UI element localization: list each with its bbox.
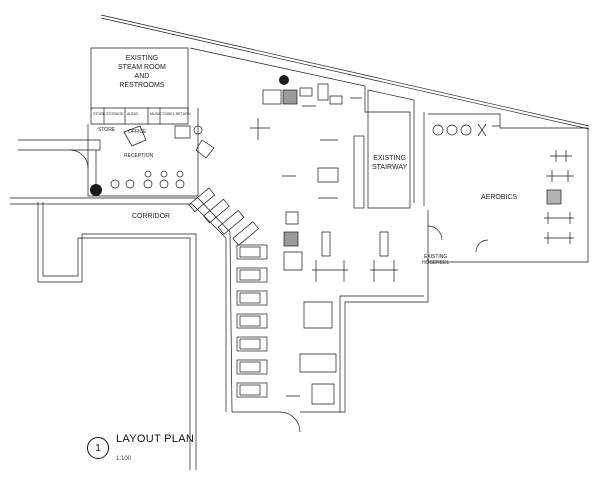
office-desk (123, 125, 215, 159)
wall-lower-gym (232, 258, 429, 413)
label-towel-return: TOWEL RETURN (162, 112, 191, 116)
label-corridor: CORRIDOR (132, 213, 171, 220)
wall-steam-room (90, 47, 189, 112)
exterior-wall-diagonal (100, 14, 590, 130)
label-reception: RECEPTION (124, 153, 154, 159)
weight-benches (283, 211, 398, 405)
wall-stairway (367, 111, 411, 209)
wall-corridor (10, 197, 233, 413)
treadmill-row (236, 244, 268, 398)
wall-aerobics (423, 112, 589, 263)
label-stairway: EXISTING STAIRWAY (372, 155, 408, 171)
wall-reception (18, 108, 199, 197)
aerobics-equipment (432, 123, 574, 244)
label-store-lower: STORE (98, 127, 116, 133)
wall-upper-gym (189, 47, 415, 203)
label-storage: STORAGE (106, 112, 124, 116)
label-aerobics: AEROBICS (481, 194, 518, 201)
door-aerobics (427, 225, 489, 253)
drawing-scale: 1:100 (116, 456, 132, 462)
wall-corridor-lower (37, 202, 197, 470)
door-lower (279, 411, 301, 433)
plant-symbols (90, 75, 289, 196)
wall-office-row (90, 107, 189, 125)
drawing-number-badge: 1 (87, 437, 109, 459)
label-steam-room: EXISTING STEAM ROOM AND RESTROOMS (118, 55, 166, 89)
label-music: MUSIC (150, 112, 162, 116)
entry-door (69, 149, 89, 169)
reception-seating (110, 170, 185, 189)
weight-machines-upper (250, 83, 365, 209)
label-store: STORE (93, 112, 106, 116)
label-office: OFFICE (128, 129, 147, 135)
label-hosereel: EXISTING HOSEREEL (422, 254, 450, 266)
bike-row (188, 187, 260, 246)
drawing-title: LAYOUT PLAN (116, 433, 195, 445)
label-audio: AUDIO (127, 112, 139, 116)
